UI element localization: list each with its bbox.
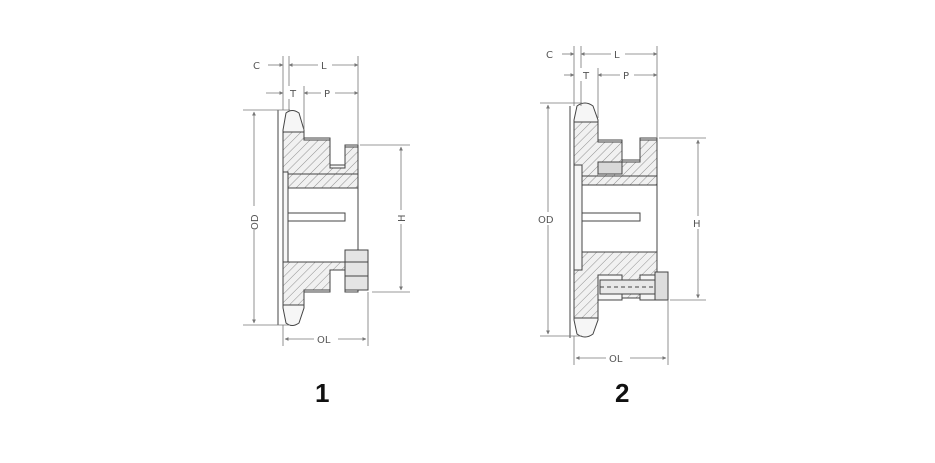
sprocket-2-key [597, 161, 623, 175]
label-c-1: C [253, 61, 260, 72]
label-l-1: L [321, 61, 327, 72]
label-h-2: H [693, 219, 701, 230]
label-p-1: P [324, 89, 330, 100]
sprocket-drawing-1 [277, 110, 369, 326]
label-p-2: P [623, 71, 629, 82]
label-t-1: T [289, 89, 297, 100]
label-ol-1: OL [317, 335, 331, 346]
sprocket-1-keyway [287, 212, 346, 222]
sprocket-1-upper-section [282, 131, 359, 189]
labels-1: C L T P OD H OL [248, 58, 408, 346]
figure-number-2: 2 [615, 378, 629, 408]
figure-number-1: 1 [315, 378, 329, 408]
label-ol-2: OL [609, 354, 623, 365]
label-h-1: H [397, 214, 408, 222]
sprocket-2-upper-section [573, 121, 658, 186]
sprocket-1-set-screw [344, 249, 369, 291]
label-c-2: C [546, 50, 553, 61]
label-od-1: OD [250, 214, 261, 230]
label-od-2: OD [538, 215, 554, 226]
labels-2: C L T P OD H OL [536, 47, 704, 365]
sprocket-drawing-2 [569, 102, 669, 338]
label-l-2: L [614, 50, 620, 61]
label-t-2: T [582, 71, 590, 82]
sprocket-2-bolt-head [654, 271, 669, 301]
sprocket-2-keyway [581, 212, 641, 222]
